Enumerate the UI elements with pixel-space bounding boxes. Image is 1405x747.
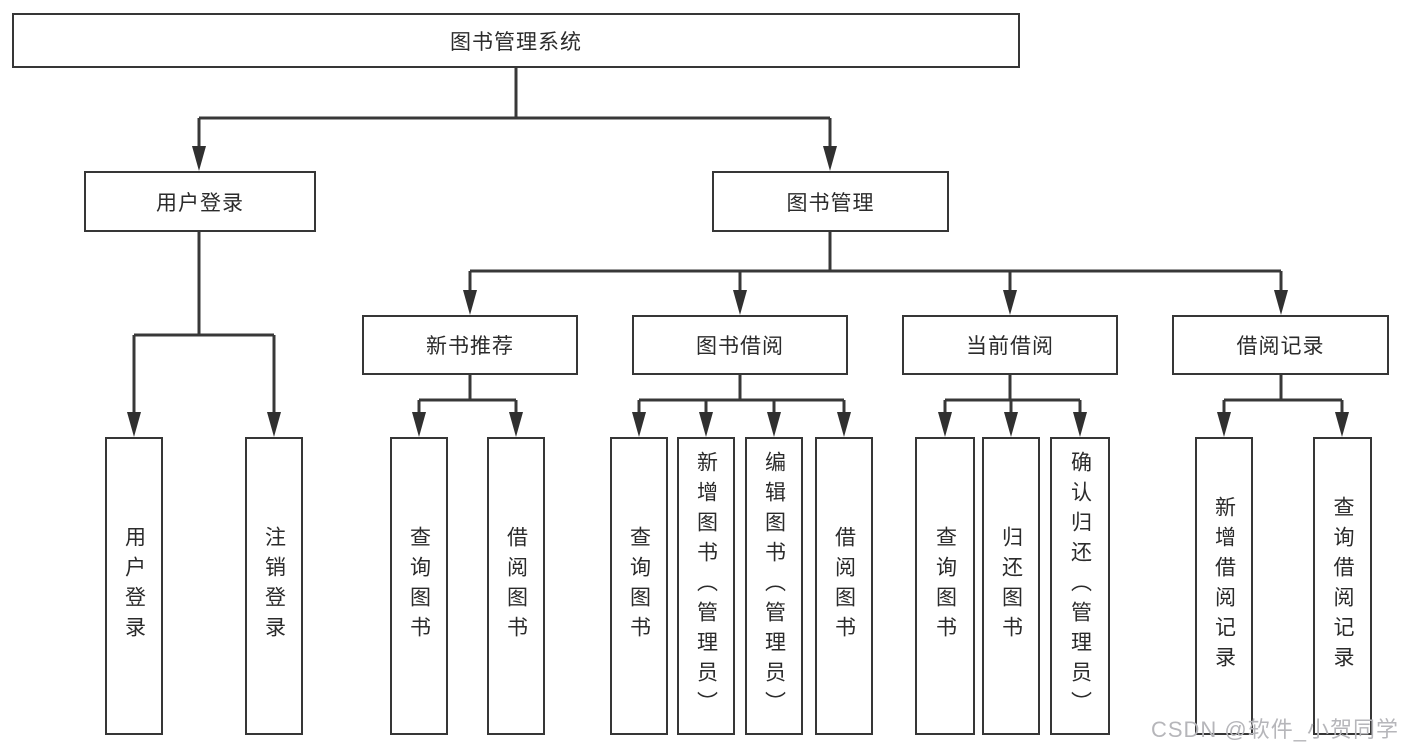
leaf-bor-add-book: 新增图书（管理员） [677, 437, 735, 735]
leaf-label: 查询图书 [933, 526, 957, 646]
connector-user-login-to-leaves [127, 232, 281, 437]
leaf-bor-borrow-book: 借阅图书 [815, 437, 873, 735]
connector-book-borrow-to-leaves [632, 375, 851, 437]
node-user-login: 用户登录 [84, 171, 316, 232]
node-root: 图书管理系统 [12, 13, 1020, 68]
node-book-borrowing: 图书借阅 [632, 315, 848, 375]
leaf-label: 新增借阅记录 [1212, 496, 1236, 676]
leaf-user-login: 用户登录 [105, 437, 163, 735]
connector-borrow-record-to-leaves [1217, 375, 1349, 437]
leaf-logout: 注销登录 [245, 437, 303, 735]
leaf-cur-return-book: 归还图书 [982, 437, 1040, 735]
leaf-log-query-record: 查询借阅记录 [1313, 437, 1372, 735]
leaf-cur-query-book: 查询图书 [915, 437, 975, 735]
leaf-label: 用户登录 [122, 526, 146, 646]
leaf-label: 查询图书 [407, 526, 431, 646]
node-current-borrowing: 当前借阅 [902, 315, 1118, 375]
connector-new-book-rec-to-leaves [412, 375, 523, 437]
leaf-label: 确认归还（管理员） [1068, 451, 1092, 721]
connector-book-mgmt-to-level3 [463, 232, 1288, 315]
leaf-bor-edit-book: 编辑图书（管理员） [745, 437, 803, 735]
leaf-rec-query-book: 查询图书 [390, 437, 448, 735]
leaf-label: 新增图书（管理员） [694, 451, 718, 721]
leaf-cur-confirm-return: 确认归还（管理员） [1050, 437, 1110, 735]
csdn-watermark: CSDN @软件_小贺同学 [1150, 717, 1399, 742]
leaf-bor-query-book: 查询图书 [610, 437, 668, 735]
leaf-label: 编辑图书（管理员） [762, 451, 786, 721]
leaf-label: 查询借阅记录 [1331, 496, 1354, 676]
leaf-label: 归还图书 [999, 526, 1023, 646]
node-book-management: 图书管理 [712, 171, 949, 232]
node-new-book-recommend: 新书推荐 [362, 315, 578, 375]
node-borrowing-records: 借阅记录 [1172, 315, 1389, 375]
leaf-log-add-record: 新增借阅记录 [1195, 437, 1253, 735]
connector-current-borrow-to-leaves [938, 375, 1087, 437]
leaf-label: 借阅图书 [832, 526, 856, 646]
leaf-rec-borrow-book: 借阅图书 [487, 437, 545, 735]
leaf-label: 借阅图书 [504, 526, 528, 646]
leaf-label: 查询图书 [627, 526, 651, 646]
leaf-label: 注销登录 [262, 526, 286, 646]
connector-root-to-level2 [192, 68, 837, 171]
